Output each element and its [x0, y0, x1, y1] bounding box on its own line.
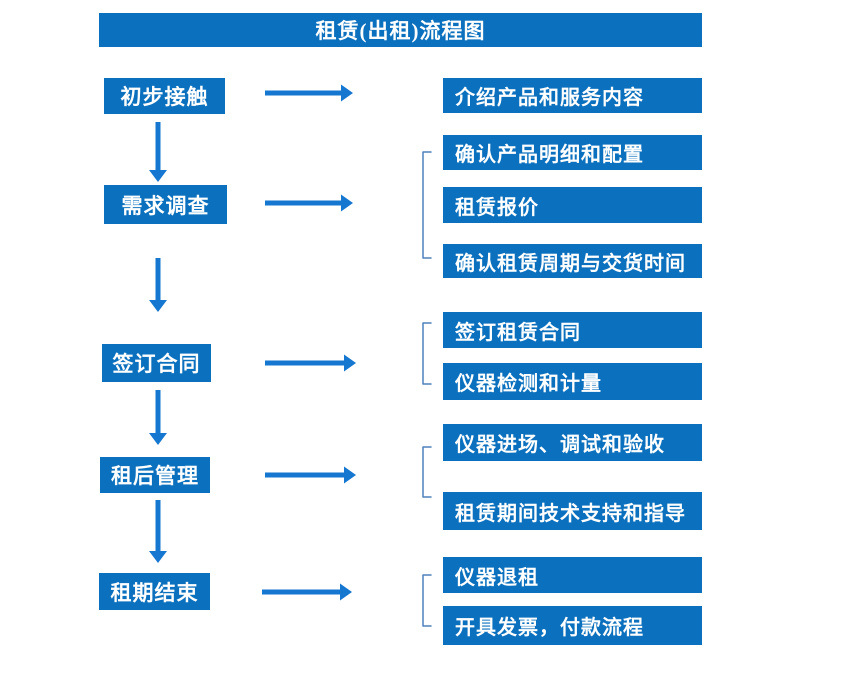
- down-arrow-icon: [149, 390, 167, 445]
- diagram-title: 租赁(出租)流程图: [315, 19, 486, 43]
- group-bracket: [422, 446, 432, 498]
- group-bracket: [422, 322, 432, 385]
- right-arrow-icon: [265, 354, 356, 372]
- down-arrow-icon: [149, 500, 167, 563]
- step-box-sign-contract: 签订合同: [102, 344, 211, 382]
- group-bracket: [422, 574, 432, 627]
- right-arrow-icon: [265, 466, 356, 484]
- right-arrow-icon: [265, 194, 353, 212]
- detail-label: 介绍产品和服务内容: [455, 87, 644, 109]
- detail-box-introduce-products-services: 介绍产品和服务内容: [443, 78, 702, 113]
- detail-label: 开具发票，付款流程: [455, 617, 644, 639]
- right-arrow-icon: [262, 583, 352, 601]
- down-arrow-icon: [149, 258, 167, 312]
- detail-label: 确认租赁周期与交货时间: [455, 252, 686, 275]
- detail-box-instrument-inspection-calibration: 仪器检测和计量: [443, 363, 702, 400]
- detail-box-technical-support-guidance: 租赁期间技术支持和指导: [443, 492, 702, 530]
- diagram-title-bar: 租赁(出租)流程图: [99, 13, 702, 47]
- group-bracket: [422, 151, 432, 259]
- detail-label: 签订租赁合同: [455, 321, 581, 344]
- step-label: 需求调查: [121, 193, 210, 218]
- detail-box-equipment-return: 仪器退租: [443, 557, 702, 593]
- detail-label: 确认产品明细和配置: [455, 144, 644, 166]
- detail-label: 仪器退租: [455, 566, 539, 589]
- down-arrow-icon: [149, 122, 167, 182]
- detail-box-rental-quote: 租赁报价: [443, 187, 702, 223]
- right-arrow-icon: [265, 84, 353, 102]
- detail-box-sign-rental-contract: 签订租赁合同: [443, 312, 702, 348]
- step-label: 签订合同: [112, 352, 201, 376]
- step-box-post-rental-management: 租后管理: [100, 457, 210, 493]
- step-box-lease-end: 租期结束: [99, 573, 210, 610]
- step-label: 初步接触: [120, 85, 209, 109]
- detail-label: 仪器检测和计量: [455, 373, 602, 395]
- step-label: 租后管理: [111, 464, 199, 488]
- detail-box-confirm-rental-period-delivery: 确认租赁周期与交货时间: [443, 244, 702, 278]
- detail-label: 租赁期间技术支持和指导: [455, 502, 686, 525]
- step-box-demand-survey: 需求调查: [104, 185, 227, 224]
- detail-label: 仪器进场、调试和验收: [455, 434, 665, 456]
- detail-box-equipment-arrival-commissioning: 仪器进场、调试和验收: [443, 424, 702, 461]
- detail-label: 租赁报价: [455, 196, 539, 219]
- step-label: 租期结束: [110, 580, 199, 605]
- detail-box-invoice-payment-process: 开具发票，付款流程: [443, 606, 702, 645]
- step-box-initial-contact: 初步接触: [104, 78, 225, 114]
- detail-box-confirm-product-details-config: 确认产品明细和配置: [443, 135, 702, 170]
